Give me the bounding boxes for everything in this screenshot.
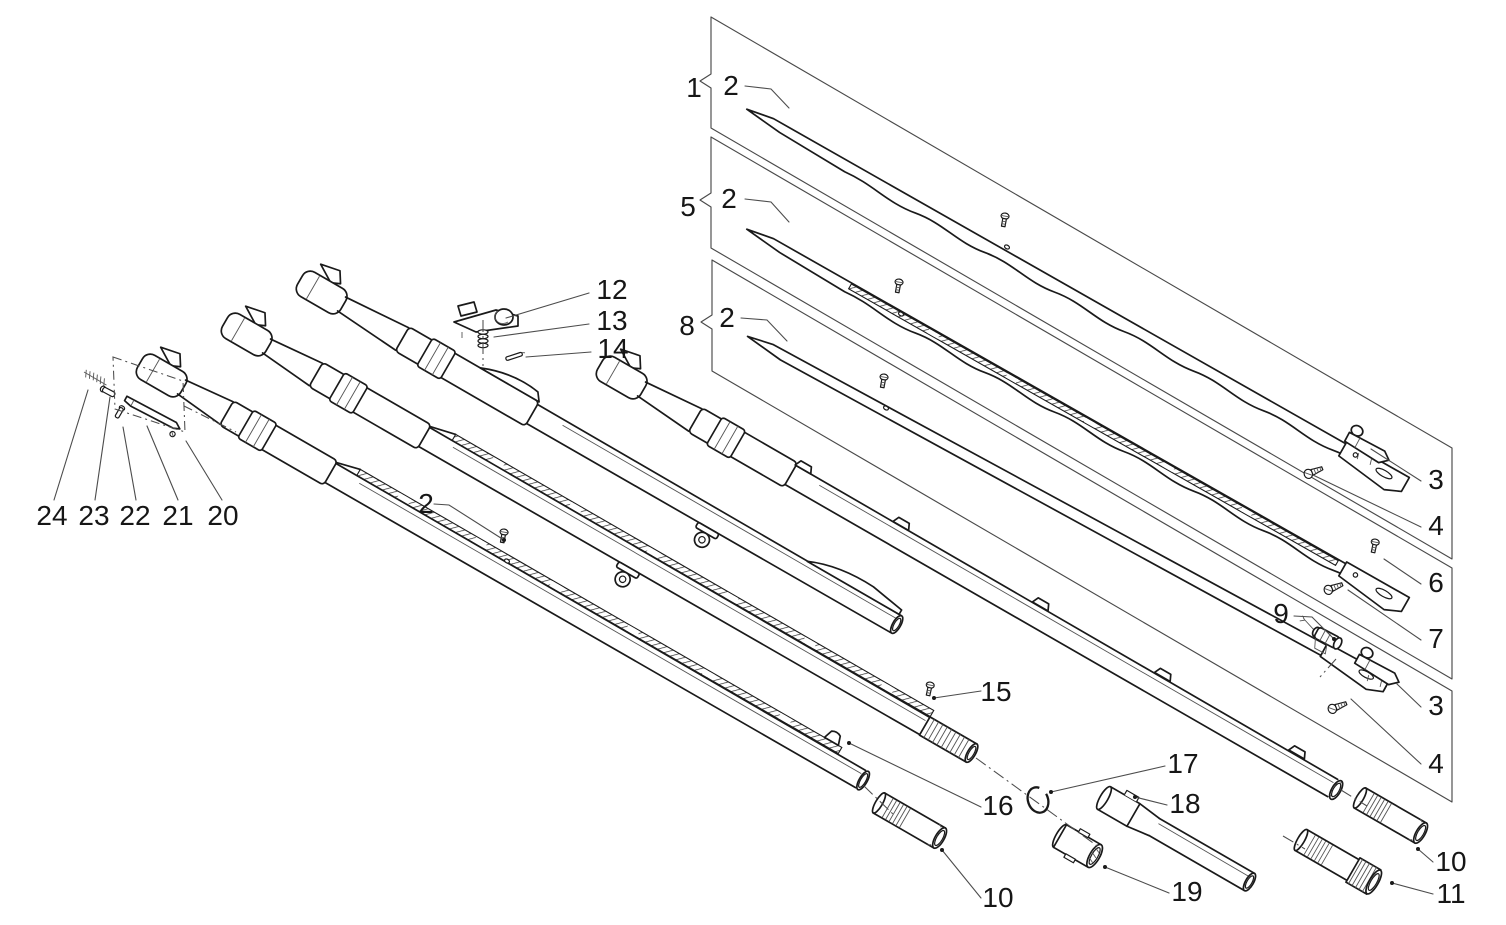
ejector-parts bbox=[83, 356, 237, 438]
panel-1-outline bbox=[699, 16, 1453, 560]
panel-5-outline bbox=[699, 136, 1453, 680]
rib-screw-low-part bbox=[1326, 698, 1349, 716]
front-sight-part bbox=[823, 730, 842, 747]
callout-7: 7 bbox=[1428, 623, 1444, 654]
callout-4a: 4 bbox=[1428, 510, 1444, 541]
callout-17: 17 bbox=[1167, 748, 1198, 779]
rib-assembly-low bbox=[746, 335, 1408, 716]
callout-18: 18 bbox=[1169, 788, 1200, 819]
assembly-axes bbox=[863, 658, 1368, 850]
callout-2d: 2 bbox=[418, 488, 434, 519]
mid-bead-part bbox=[1368, 537, 1381, 554]
callout-14: 14 bbox=[597, 333, 628, 364]
extension-tube-part bbox=[1095, 785, 1257, 892]
callout-4b: 4 bbox=[1428, 748, 1444, 779]
choke-tube-flush-part bbox=[1350, 785, 1432, 847]
rib-assembly-top bbox=[741, 104, 1411, 499]
rear-sight-assembly-part bbox=[453, 301, 519, 338]
callout-11: 11 bbox=[1436, 878, 1465, 909]
callout-panel-1: 1 bbox=[686, 72, 702, 103]
coupling-nut-part bbox=[1051, 823, 1104, 869]
callout-rib-2c: 2 bbox=[719, 302, 735, 333]
callout-rib-2b: 2 bbox=[721, 183, 737, 214]
callout-10b: 10 bbox=[1435, 846, 1466, 877]
callout-15: 15 bbox=[980, 676, 1011, 707]
barrel-vent-rib-threaded bbox=[217, 296, 1257, 892]
callout-12: 12 bbox=[596, 274, 627, 305]
panel-8-outline bbox=[700, 259, 1453, 803]
leader-lines bbox=[53, 85, 1434, 899]
callout-22: 22 bbox=[119, 500, 150, 531]
muzzle-bead-part bbox=[923, 680, 936, 697]
callout-3a: 3 bbox=[1428, 464, 1444, 495]
o-ring-part bbox=[1026, 786, 1050, 814]
barrel-vent-rib-front bbox=[83, 337, 951, 852]
callout-16: 16 bbox=[982, 790, 1013, 821]
choke-tube-extended-part bbox=[1293, 828, 1383, 895]
callout-20: 20 bbox=[207, 500, 238, 531]
callout-23: 23 bbox=[78, 500, 109, 531]
rib-kit-panels bbox=[699, 16, 1453, 803]
callout-9: 9 bbox=[1273, 598, 1289, 629]
callout-3b: 3 bbox=[1428, 690, 1444, 721]
barrel-short bbox=[292, 254, 904, 635]
callout-6: 6 bbox=[1428, 567, 1444, 598]
barrel-plain bbox=[592, 339, 1432, 895]
callout-panel-5: 5 bbox=[680, 191, 696, 222]
callout-13: 13 bbox=[596, 305, 627, 336]
rib-screw-icon bbox=[998, 211, 1011, 228]
fiber-front-sight-part bbox=[1299, 615, 1343, 655]
callout-panel-8: 8 bbox=[679, 310, 695, 341]
callout-24: 24 bbox=[36, 500, 67, 531]
rib-screw-top-part bbox=[1302, 463, 1325, 481]
rib-assembly-mid bbox=[741, 224, 1411, 619]
callout-21: 21 bbox=[162, 500, 193, 531]
callout-10a: 10 bbox=[982, 882, 1013, 913]
rear-sight-pin-part bbox=[505, 351, 526, 361]
callout-labels: 1 2 5 2 8 2 12 13 14 24 23 22 21 20 2 3 … bbox=[36, 70, 1466, 913]
callout-19: 19 bbox=[1171, 876, 1202, 907]
choke-tube-left-part bbox=[869, 790, 951, 852]
callout-rib-2a: 2 bbox=[723, 70, 739, 101]
